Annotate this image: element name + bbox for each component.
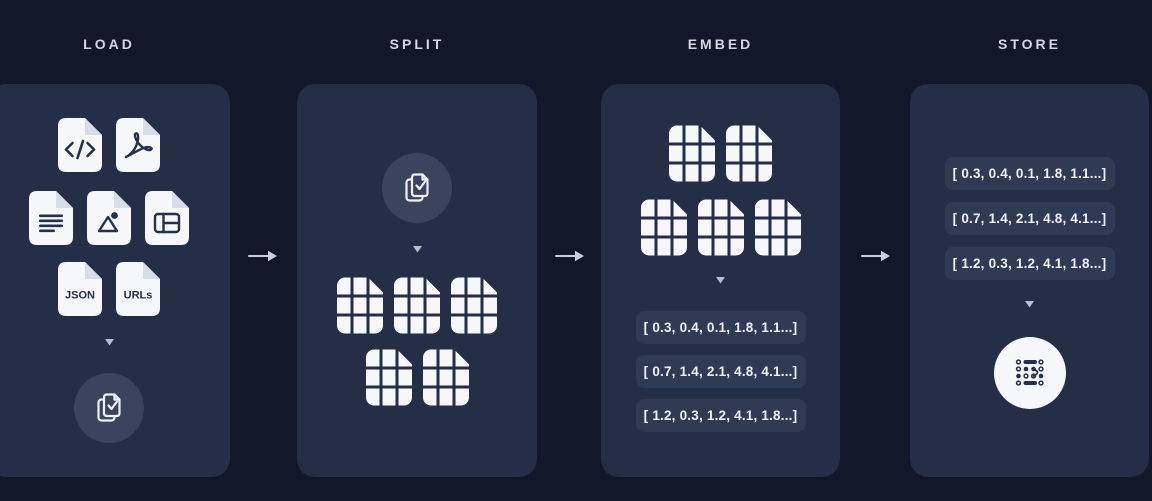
- load-file-row-3: JSON URLs: [57, 261, 161, 317]
- split-chunk-row-1: [337, 277, 497, 334]
- load-file-row-2: [28, 190, 190, 246]
- chunked-document-icon: [669, 125, 715, 182]
- embedding-vector-chip: [ 0.3, 0.4, 0.1, 1.8, 1.1...]: [944, 157, 1115, 190]
- documents-check-badge: [382, 153, 452, 223]
- right-arrow-icon: [555, 249, 585, 263]
- embed-chunk-row-2: [640, 199, 801, 256]
- documents-check-badge: [74, 373, 144, 443]
- embedding-vector-chip: [ 1.2, 0.3, 1.2, 4.1, 1.8...]: [635, 399, 806, 432]
- load-file-row-1: [57, 117, 161, 173]
- text-file-icon: [29, 191, 73, 245]
- urls-file-label: URLs: [124, 290, 153, 302]
- urls-file-icon: URLs: [116, 262, 160, 316]
- embedding-vector-chip: [ 0.7, 1.4, 2.1, 4.8, 4.1...]: [635, 355, 806, 388]
- documents-check-icon: [97, 393, 121, 422]
- chunked-document-icon: [365, 349, 412, 406]
- vector-store-icon: [1015, 359, 1044, 386]
- documents-check-icon: [405, 173, 429, 202]
- table-file-icon: [145, 191, 189, 245]
- stage-header-split: SPLIT: [389, 36, 445, 52]
- json-file-label: JSON: [65, 290, 95, 302]
- stage-header-load: LOAD: [83, 36, 135, 52]
- vector-store-badge: [993, 337, 1066, 409]
- panel-load: JSON URLs: [0, 84, 230, 477]
- down-triangle-icon: [412, 246, 422, 253]
- panel-store: [ 0.3, 0.4, 0.1, 1.8, 1.1...] [ 0.7, 1.4…: [910, 84, 1149, 477]
- pdf-file-icon: [116, 118, 160, 172]
- panel-split: [297, 84, 537, 477]
- chunked-document-icon: [726, 125, 772, 182]
- embedding-vector-chip: [ 0.3, 0.4, 0.1, 1.8, 1.1...]: [635, 311, 806, 344]
- down-triangle-icon: [1025, 301, 1034, 308]
- chunked-document-icon: [337, 277, 383, 334]
- right-arrow-icon: [248, 249, 278, 263]
- chunked-document-icon: [451, 277, 497, 334]
- chunked-document-icon: [394, 277, 440, 334]
- down-triangle-icon: [716, 277, 725, 284]
- split-chunk-row-2: [365, 349, 469, 406]
- down-triangle-icon: [104, 339, 114, 346]
- chunked-document-icon: [422, 349, 469, 406]
- image-file-icon: [87, 191, 131, 245]
- stage-header-embed: EMBED: [687, 36, 754, 52]
- json-file-icon: JSON: [58, 262, 102, 316]
- stage-header-store: STORE: [998, 36, 1061, 52]
- code-file-icon: [58, 118, 102, 172]
- embedding-vector-chip: [ 0.7, 1.4, 2.1, 4.8, 4.1...]: [944, 202, 1115, 235]
- chunked-document-icon: [640, 199, 687, 256]
- panel-embed: [ 0.3, 0.4, 0.1, 1.8, 1.1...] [ 0.7, 1.4…: [601, 84, 840, 477]
- right-arrow-icon: [861, 249, 891, 263]
- chunked-document-icon: [697, 199, 744, 256]
- chunked-document-icon: [754, 199, 801, 256]
- embedding-vector-chip: [ 1.2, 0.3, 1.2, 4.1, 1.8...]: [944, 247, 1115, 280]
- embed-chunk-row-1: [669, 125, 772, 182]
